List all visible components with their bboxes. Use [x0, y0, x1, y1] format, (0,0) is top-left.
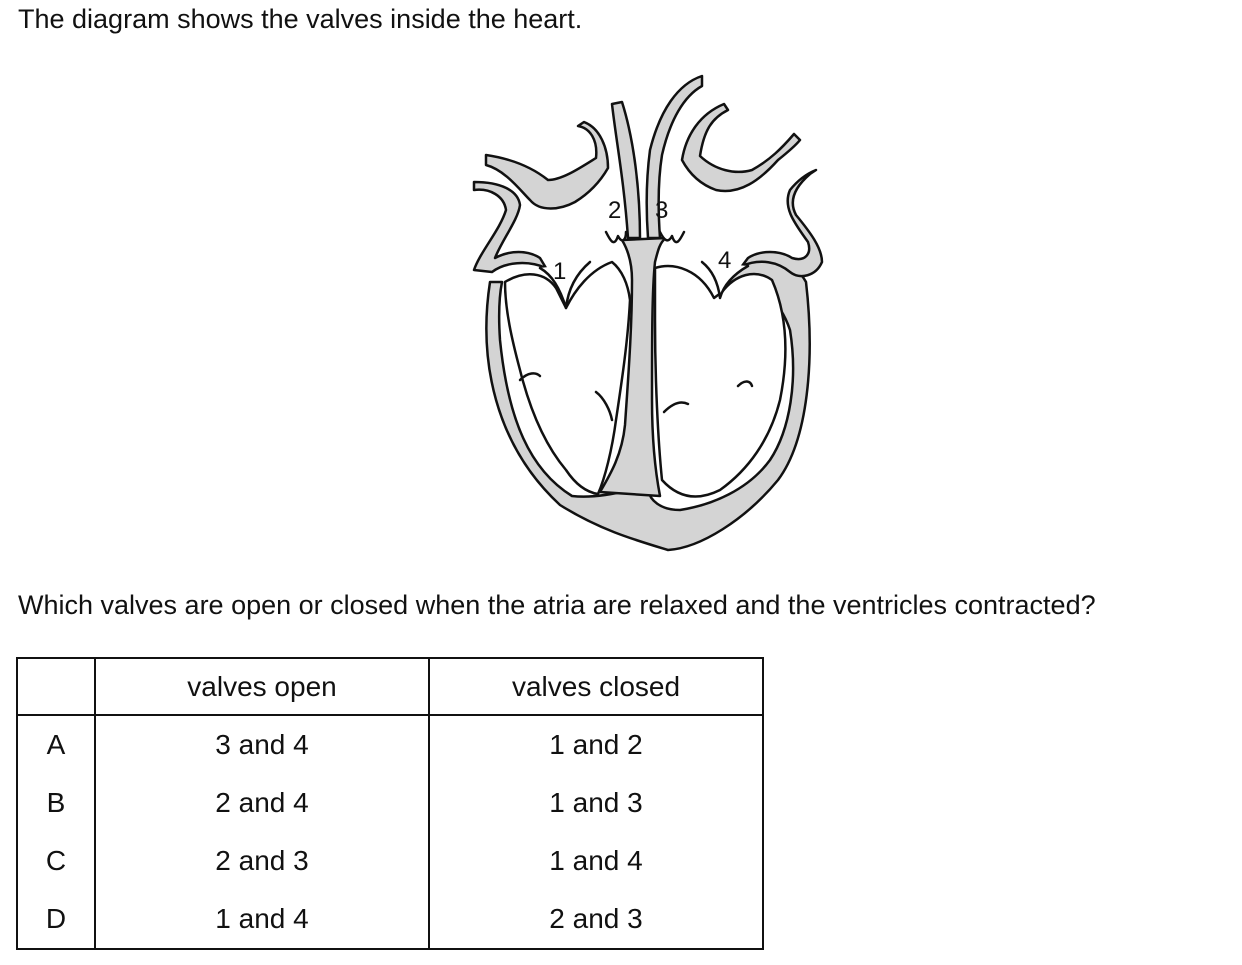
option-letter: C: [16, 832, 96, 890]
right-ventricle-cavity: [653, 264, 787, 498]
pulmonary-artery: [645, 74, 704, 240]
valve-label-4: 4: [718, 247, 731, 274]
left-vessel: [484, 120, 610, 210]
valve-1: [538, 260, 592, 310]
valves-closed-cell: 1 and 4: [428, 832, 764, 890]
septum: [598, 236, 668, 498]
table-row: B 2 and 4 1 and 3: [16, 774, 764, 832]
table-row: A 3 and 4 1 and 2: [16, 715, 764, 774]
valves-closed-cell: 1 and 2: [428, 715, 764, 774]
right-vessel: [680, 102, 802, 193]
intro-text: The diagram shows the valves inside the …: [18, 4, 583, 34]
heart-valves-diagram: 1 2 3 4: [472, 74, 824, 552]
right-atrium-wall: [740, 168, 824, 278]
option-letter: D: [16, 890, 96, 950]
valve-3: [658, 230, 686, 244]
answer-table: valves open valves closed A 3 and 4 1 an…: [16, 657, 764, 950]
table-row: D 1 and 4 2 and 3: [16, 890, 764, 950]
option-letter: B: [16, 774, 96, 832]
valves-open-cell: 3 and 4: [94, 715, 430, 774]
table-row: C 2 and 3 1 and 4: [16, 832, 764, 890]
header-letter: [16, 657, 96, 716]
valves-closed-cell: 2 and 3: [428, 890, 764, 950]
valve-label-2: 2: [608, 197, 621, 224]
valve-4: [700, 260, 750, 300]
valves-open-cell: 2 and 3: [94, 832, 430, 890]
table-header-row: valves open valves closed: [16, 657, 764, 716]
header-valves-open: valves open: [94, 657, 430, 716]
left-ventricle-cavity: [503, 260, 632, 496]
option-letter: A: [16, 715, 96, 774]
aorta: [610, 100, 642, 240]
valve-label-1: 1: [553, 258, 566, 285]
valve-2: [604, 230, 628, 244]
question-text: Which valves are open or closed when the…: [18, 590, 1096, 620]
valves-closed-cell: 1 and 3: [428, 774, 764, 832]
valve-label-3: 3: [655, 197, 668, 224]
valves-open-cell: 1 and 4: [94, 890, 430, 950]
valves-open-cell: 2 and 4: [94, 774, 430, 832]
header-valves-closed: valves closed: [428, 657, 764, 716]
